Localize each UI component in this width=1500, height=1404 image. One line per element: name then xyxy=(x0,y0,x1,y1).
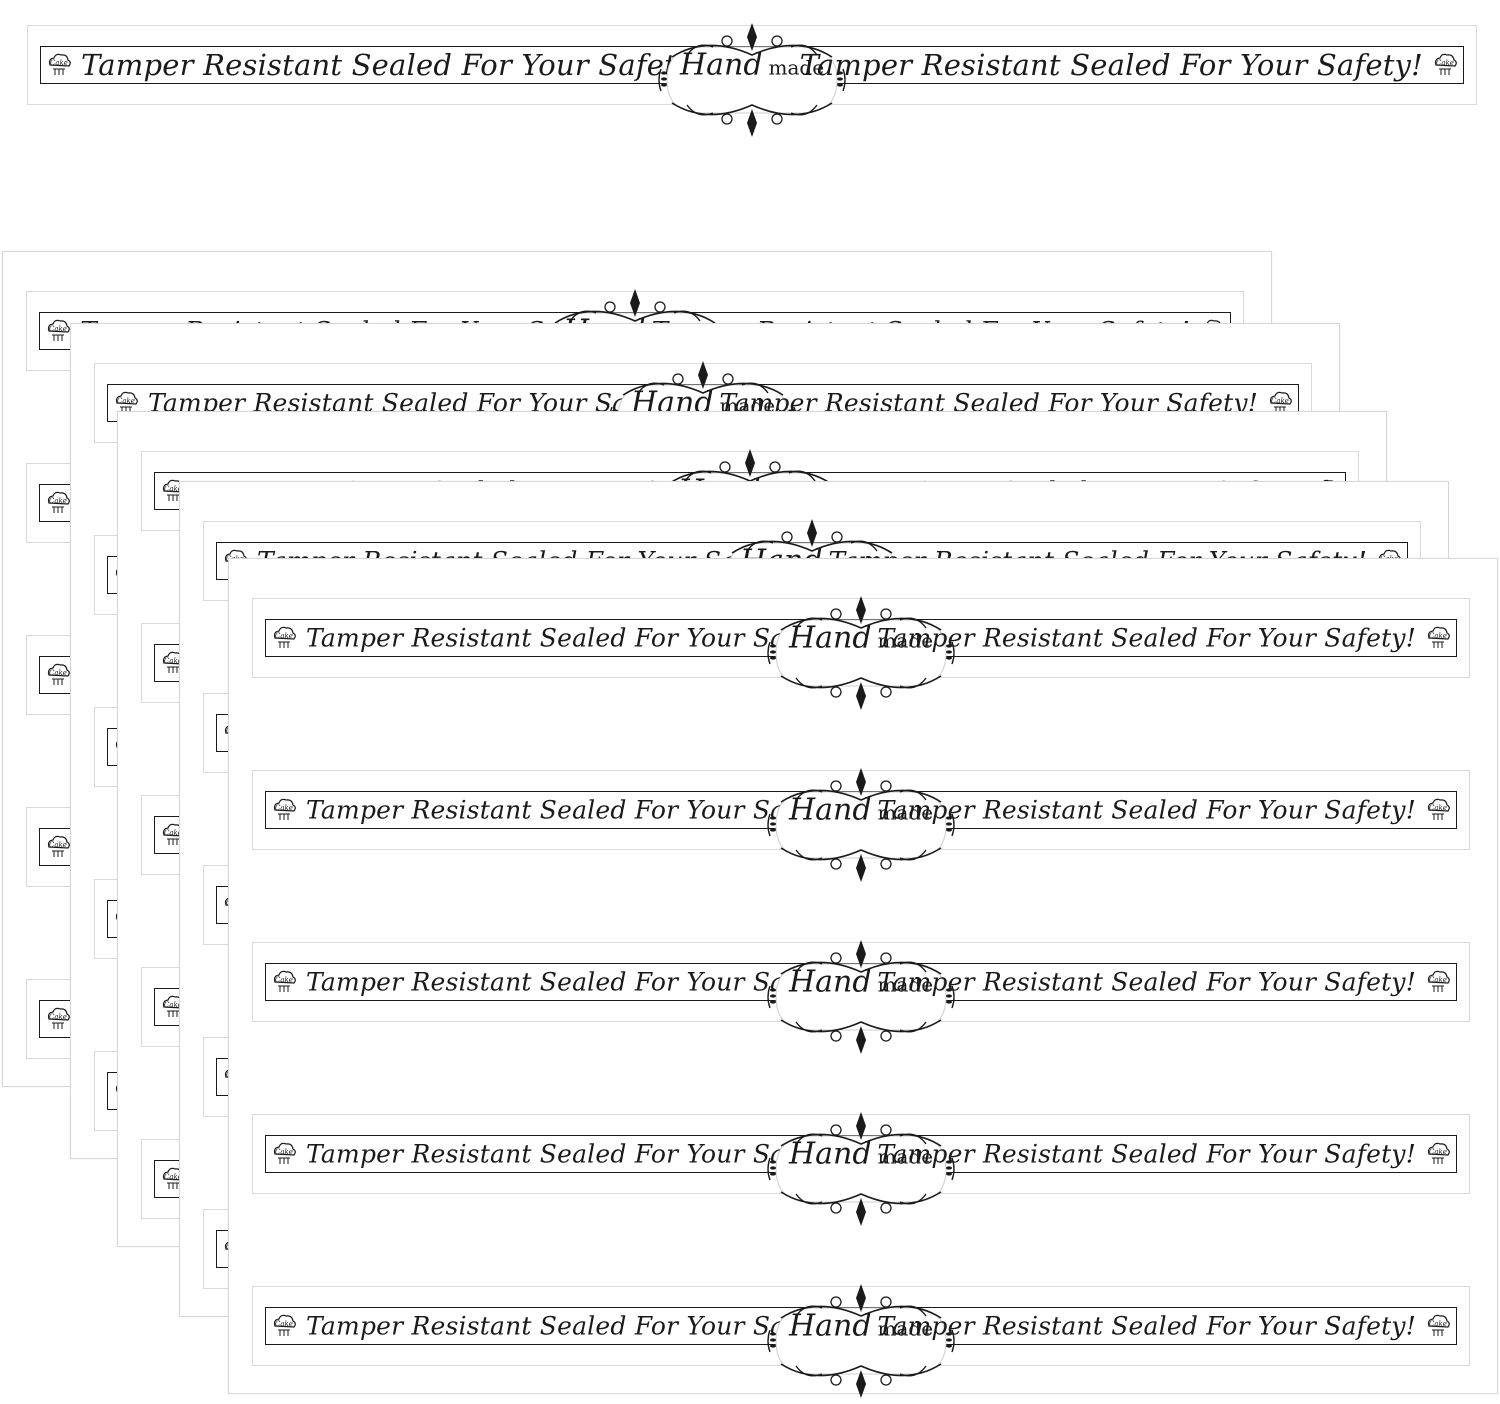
sticker-label: Cake Tamper Resistant Sealed For Your Sa… xyxy=(27,23,1477,137)
cake-logo-text: Cake xyxy=(275,1320,293,1328)
wheat-icon xyxy=(767,813,955,837)
cake-logo-text: Cake xyxy=(275,976,293,984)
label-band: Cake Tamper Resistant Sealed For Your Sa… xyxy=(265,596,1457,710)
badge-made: made xyxy=(877,1316,934,1341)
cake-logo-icon: Cake xyxy=(1269,391,1292,413)
sticker-label: Cake Tamper Resistant Sealed For Your Sa… xyxy=(252,1284,1470,1398)
cake-logo-text: Cake xyxy=(164,657,182,665)
cake-logo-text: Cake xyxy=(50,59,68,67)
badge-hand: Hand xyxy=(788,964,872,1000)
flourish-ornament-icon xyxy=(658,23,846,137)
slogan-right: Tamper Resistant Sealed For Your Safety! xyxy=(877,795,1416,825)
flourish-ornament-icon xyxy=(767,1284,955,1398)
cake-logo-icon: Cake xyxy=(1427,1314,1450,1336)
cake-logo-icon: Cake xyxy=(1434,53,1457,75)
badge-hand: Hand xyxy=(788,1136,872,1172)
slogan-right: Tamper Resistant Sealed For Your Safety! xyxy=(799,48,1423,82)
cake-logo-icon: Cake xyxy=(273,1142,296,1164)
cake-logo-text: Cake xyxy=(1436,59,1454,67)
slogan-left: Tamper Resistant Sealed For Your Safety! xyxy=(81,48,705,82)
cake-logo-icon: Cake xyxy=(47,491,70,513)
sticker-label: Cake Tamper Resistant Sealed For Your Sa… xyxy=(252,1112,1470,1226)
cake-logo-text: Cake xyxy=(49,669,67,677)
cake-logo-icon: Cake xyxy=(1427,970,1450,992)
wheat-icon xyxy=(767,641,955,665)
badge-made: made xyxy=(877,1144,934,1169)
cake-logo-text: Cake xyxy=(49,1013,67,1021)
flourish-ornament-icon xyxy=(767,768,955,882)
slogan-left: Tamper Resistant Sealed For Your Safety! xyxy=(306,1311,845,1341)
cake-logo-icon: Cake xyxy=(47,835,70,857)
cake-logo-text: Cake xyxy=(1429,804,1447,812)
cake-logo-icon: Cake xyxy=(48,53,71,75)
cake-logo-text: Cake xyxy=(49,325,67,333)
badge-hand: Hand xyxy=(788,792,872,828)
label-band: Cake Tamper Resistant Sealed For Your Sa… xyxy=(265,1112,1457,1226)
sticker-label: Cake Tamper Resistant Sealed For Your Sa… xyxy=(252,940,1470,1054)
cake-logo-text: Cake xyxy=(164,1001,182,1009)
cake-logo-text: Cake xyxy=(49,497,67,505)
cake-logo-icon: Cake xyxy=(47,663,70,685)
wheat-icon xyxy=(658,68,846,92)
wheat-icon xyxy=(767,1157,955,1181)
cake-logo-text: Cake xyxy=(275,804,293,812)
label-band: Cake Tamper Resistant Sealed For Your Sa… xyxy=(265,940,1457,1054)
cake-logo-text: Cake xyxy=(164,485,182,493)
cake-logo-text: Cake xyxy=(1429,632,1447,640)
cake-logo-icon: Cake xyxy=(273,1314,296,1336)
cake-logo-text: Cake xyxy=(49,841,67,849)
cake-logo-text: Cake xyxy=(1429,1148,1447,1156)
cake-logo-icon: Cake xyxy=(1427,798,1450,820)
cake-logo-text: Cake xyxy=(1429,1320,1447,1328)
cake-logo-text: Cake xyxy=(1429,976,1447,984)
label-band: Cake Tamper Resistant Sealed For Your Sa… xyxy=(265,1284,1457,1398)
label-band: Cake Tamper Resistant Sealed For Your Sa… xyxy=(40,23,1464,137)
slogan-right: Tamper Resistant Sealed For Your Safety! xyxy=(877,1139,1416,1169)
cake-logo-icon: Cake xyxy=(1427,626,1450,648)
badge-hand: Hand xyxy=(679,47,763,83)
cake-logo-text: Cake xyxy=(275,1148,293,1156)
slogan-left: Tamper Resistant Sealed For Your Safety! xyxy=(306,795,845,825)
badge-made: made xyxy=(877,800,934,825)
cake-logo-text: Cake xyxy=(117,397,135,405)
badge-hand: Hand xyxy=(788,620,872,656)
cake-logo-icon: Cake xyxy=(47,1007,70,1029)
cake-logo-text: Cake xyxy=(275,632,293,640)
cake-logo-icon: Cake xyxy=(1427,1142,1450,1164)
slogan-right: Tamper Resistant Sealed For Your Safety! xyxy=(877,623,1416,653)
badge-made: made xyxy=(877,628,934,653)
wheat-icon xyxy=(767,985,955,1009)
cake-logo-text: Cake xyxy=(164,1173,182,1181)
slogan-right: Tamper Resistant Sealed For Your Safety! xyxy=(877,967,1416,997)
flourish-ornament-icon xyxy=(767,940,955,1054)
cake-logo-icon: Cake xyxy=(273,798,296,820)
badge-hand: Hand xyxy=(788,1308,872,1344)
flourish-ornament-icon xyxy=(767,596,955,710)
cake-logo-icon: Cake xyxy=(115,391,138,413)
slogan-left: Tamper Resistant Sealed For Your Safety! xyxy=(306,623,845,653)
label-band: Cake Tamper Resistant Sealed For Your Sa… xyxy=(265,768,1457,882)
cake-logo-text: Cake xyxy=(1271,397,1289,405)
cake-logo-icon: Cake xyxy=(273,970,296,992)
cake-logo-text: Cake xyxy=(164,829,182,837)
flourish-ornament-icon xyxy=(767,1112,955,1226)
slogan-right: Tamper Resistant Sealed For Your Safety! xyxy=(877,1311,1416,1341)
cake-logo-icon: Cake xyxy=(273,626,296,648)
cake-logo-icon: Cake xyxy=(47,319,70,341)
sticker-sheet: Cake Tamper Resistant Sealed For Your Sa… xyxy=(228,558,1498,1398)
badge-made: made xyxy=(877,972,934,997)
sticker-label: Cake Tamper Resistant Sealed For Your Sa… xyxy=(252,596,1470,710)
wheat-icon xyxy=(767,1329,955,1353)
slogan-left: Tamper Resistant Sealed For Your Safety! xyxy=(306,967,845,997)
sticker-label: Cake Tamper Resistant Sealed For Your Sa… xyxy=(252,768,1470,882)
badge-made: made xyxy=(768,55,825,80)
slogan-left: Tamper Resistant Sealed For Your Safety! xyxy=(306,1139,845,1169)
